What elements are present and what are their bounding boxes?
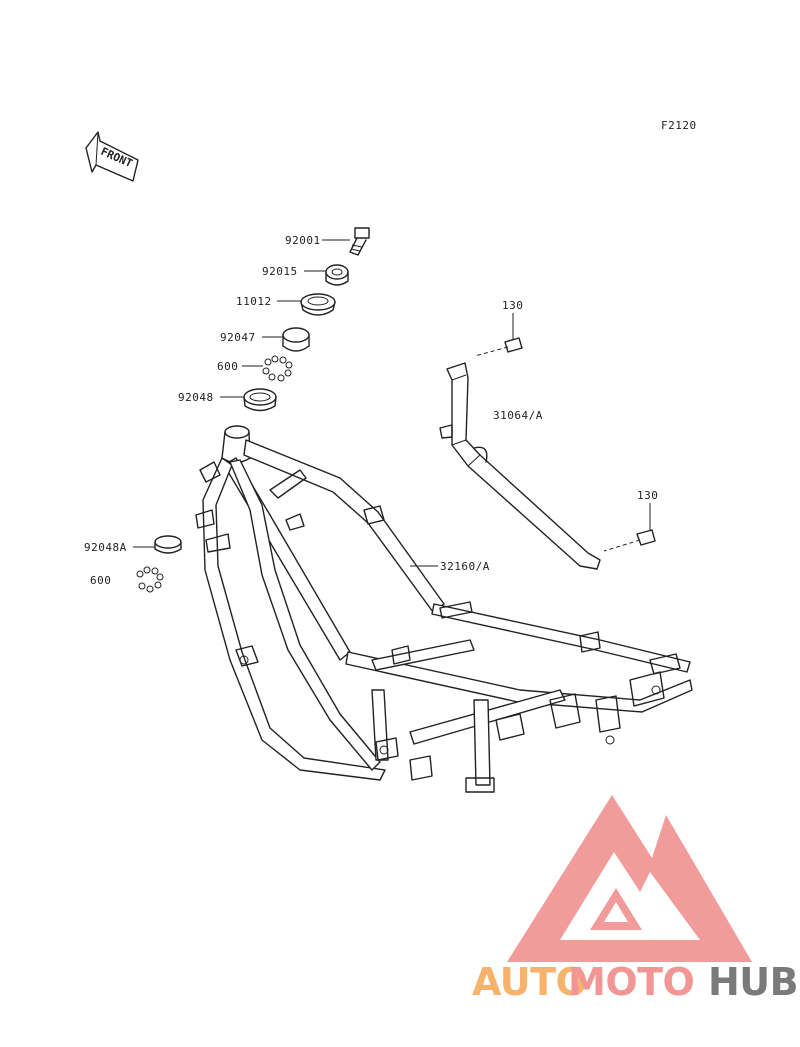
callout-31064A: 31064/A — [493, 409, 543, 422]
nut-92015-icon — [325, 264, 349, 286]
wordmark-moto: MOTO — [568, 960, 694, 1004]
automotohub-wordmark: AUTO MOTO HUB — [472, 960, 799, 1004]
callout-130-lower: 130 — [637, 489, 658, 502]
steel-balls-600-icon — [262, 355, 293, 382]
callout-92001: 92001 — [285, 234, 321, 247]
callout-600a: 600 — [217, 360, 238, 373]
callout-92047: 92047 — [220, 331, 256, 344]
main-frame-32160A-icon — [195, 425, 693, 793]
steel-balls-600-lower-icon — [136, 566, 164, 593]
race-92048A-icon — [154, 535, 182, 554]
bolt-92001-icon — [349, 227, 370, 256]
callout-32160A: 32160/A — [440, 560, 490, 573]
sub-frame-31064A-icon — [439, 313, 656, 570]
front-arrow-icon: FRONT — [85, 131, 139, 182]
callout-11012: 11012 — [236, 295, 272, 308]
wordmark-hub: HUB — [708, 960, 798, 1004]
race-92048-icon — [243, 388, 277, 412]
callout-130-top: 130 — [502, 299, 523, 312]
callout-92048A: 92048A — [84, 541, 127, 554]
wordmark-auto: AUTO — [472, 960, 587, 1004]
seal-11012-icon — [300, 293, 336, 316]
diagram-code: F2120 — [661, 119, 697, 132]
callout-92015: 92015 — [262, 265, 298, 278]
race-92047-icon — [282, 327, 310, 352]
callout-600b: 600 — [90, 574, 111, 587]
callout-92048: 92048 — [178, 391, 214, 404]
automotohub-logo — [507, 795, 752, 962]
